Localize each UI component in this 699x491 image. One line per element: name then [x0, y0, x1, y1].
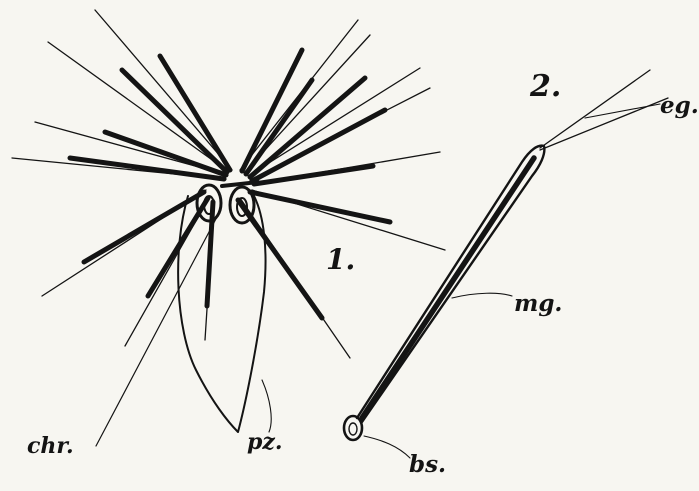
single-bristle [344, 70, 668, 458]
pz-leader [262, 380, 271, 432]
figure-2-number: 2. [530, 72, 561, 102]
figure-1-number: 1. [326, 246, 355, 274]
label-chr: chr. [27, 435, 74, 457]
label-pz: pz. [247, 431, 283, 453]
bristle-cluster [12, 10, 445, 358]
label-mg: mg. [514, 292, 562, 315]
label-bs: bs. [409, 453, 446, 476]
label-eg: eg. [660, 94, 699, 117]
pointed-body [178, 196, 265, 432]
